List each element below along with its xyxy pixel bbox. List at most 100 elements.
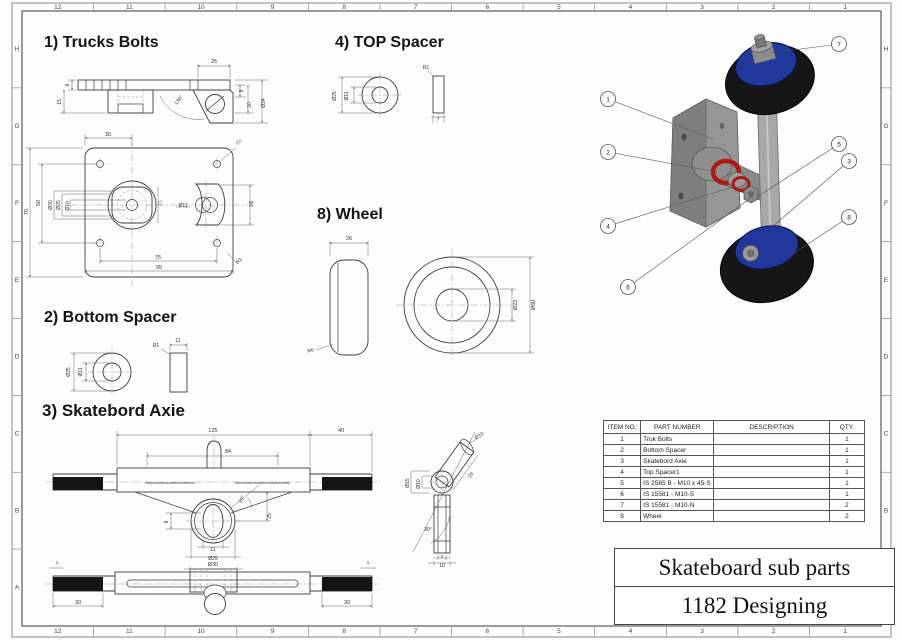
dimension-label: Ø22 <box>513 300 519 310</box>
bom-cell <box>713 433 830 445</box>
svg-text:7: 7 <box>837 41 841 48</box>
grid-row-label: G <box>14 123 19 130</box>
balloon-8 <box>841 209 857 225</box>
heading-top-spacer: 4) TOP Spacer <box>335 34 444 51</box>
grid-row-label: F <box>884 200 888 207</box>
grid-col-label: 3 <box>700 4 704 11</box>
dimension-label: 95 <box>156 265 162 271</box>
bom-header-part: PART NUMBER <box>640 420 715 434</box>
dimension-label: Ø25 <box>332 91 338 101</box>
bom-cell: Bottom Spacer <box>640 444 715 456</box>
grid-col-label: 8 <box>342 628 346 635</box>
bom-cell: 1 <box>828 444 866 456</box>
grid-col-label: 8 <box>342 4 346 11</box>
grid-col-label: 7 <box>414 628 418 635</box>
dimension-label: Ø24 <box>261 98 267 108</box>
bom-header-qty: QTY. <box>828 420 866 434</box>
bom-cell: 3 <box>602 455 642 467</box>
grid-col-label: 11 <box>126 4 133 11</box>
svg-text:3: 3 <box>847 158 851 165</box>
grid-row-label: D <box>884 354 889 361</box>
dimension-label: 26 <box>346 236 352 242</box>
grid-col-label: 12 <box>54 4 62 11</box>
grid-row-label: E <box>15 277 20 284</box>
dimension-label: 26 <box>249 201 255 207</box>
svg-text:1: 1 <box>606 96 610 103</box>
grid-row-label: G <box>883 123 888 130</box>
dimension-label: 20 <box>247 102 253 108</box>
bom-cell: 6 <box>602 488 642 500</box>
balloon-2 <box>600 144 616 160</box>
bottom-wheel <box>719 225 814 304</box>
grid-col-label: 4 <box>629 4 633 11</box>
bom-cell <box>713 499 830 511</box>
top-spacer-views <box>338 70 446 123</box>
dimension-label: 84 <box>225 449 231 455</box>
dimension-label: 75 <box>155 255 161 261</box>
svg-text:8: 8 <box>847 214 851 221</box>
dimension-label: 70 <box>24 209 30 215</box>
grid-row-label: E <box>884 277 889 284</box>
grid-col-label: 2 <box>772 628 776 635</box>
svg-text:4: 4 <box>606 223 610 230</box>
drawing-title: Skateboard sub parts <box>615 549 894 587</box>
grid-col-label: 2 <box>772 4 776 11</box>
bom-cell: Wheel <box>640 510 715 522</box>
grid-row-label: F <box>15 200 19 207</box>
dimension-label: 30 <box>105 132 111 138</box>
dimension-label: 19 <box>158 200 164 206</box>
grid-col-label: 6 <box>485 628 489 635</box>
grid-col-label: 9 <box>271 628 275 635</box>
dimension-label: 15 <box>57 99 63 105</box>
top-wheel <box>725 34 815 116</box>
bom-cell <box>713 466 830 478</box>
grid-col-label: 10 <box>197 4 205 11</box>
bushing-stack <box>691 146 759 204</box>
dimension-label: 10 <box>439 563 445 569</box>
bom-cell: 2 <box>828 499 866 511</box>
axle-kingpin-detail <box>410 431 479 566</box>
dimension-label: Ø5 <box>235 138 244 147</box>
dimension-label: 30° <box>424 527 432 533</box>
dimension-label: 1 <box>56 560 59 565</box>
bom-cell <box>713 455 830 467</box>
dimension-label: 20° <box>238 495 247 505</box>
bom-cell <box>713 510 830 522</box>
dimension-label: 130° <box>174 94 185 106</box>
dimension-label: Ø11 <box>344 91 350 100</box>
dimension-label: 29 <box>467 471 475 479</box>
dimension-label: R6 <box>307 347 315 355</box>
dimension-label: 8 <box>239 89 245 92</box>
bottom-spacer-views <box>70 343 188 395</box>
heading-wheel: 8) Wheel <box>317 206 383 223</box>
balloon-7 <box>831 36 847 52</box>
bom-cell: 4 <box>602 466 642 478</box>
grid-col-label: 5 <box>557 4 561 11</box>
dimension-label: 11 <box>175 338 180 344</box>
trucks-bolts-side-view <box>60 64 268 124</box>
bom-cell: 1 <box>602 433 642 445</box>
bom-header-row: ITEM NO. PART NUMBER DESCRIPTION QTY. <box>602 420 866 434</box>
bom-cell: Truk Bolts <box>640 433 715 445</box>
dimension-label: Ø10 <box>416 479 422 489</box>
dimension-label: 4 <box>441 554 444 559</box>
dimension-label: Ø11 <box>178 203 187 209</box>
balloon-3 <box>841 153 857 169</box>
grid-col-label: 7 <box>414 4 418 11</box>
bom-cell <box>713 488 830 500</box>
dimension-label: 7 <box>437 117 440 123</box>
bom-cell: 1 <box>828 466 866 478</box>
svg-text:5: 5 <box>837 141 841 148</box>
bom-cell <box>713 477 830 489</box>
heading-bottom-spacer: 2) Bottom Spacer <box>44 309 177 326</box>
